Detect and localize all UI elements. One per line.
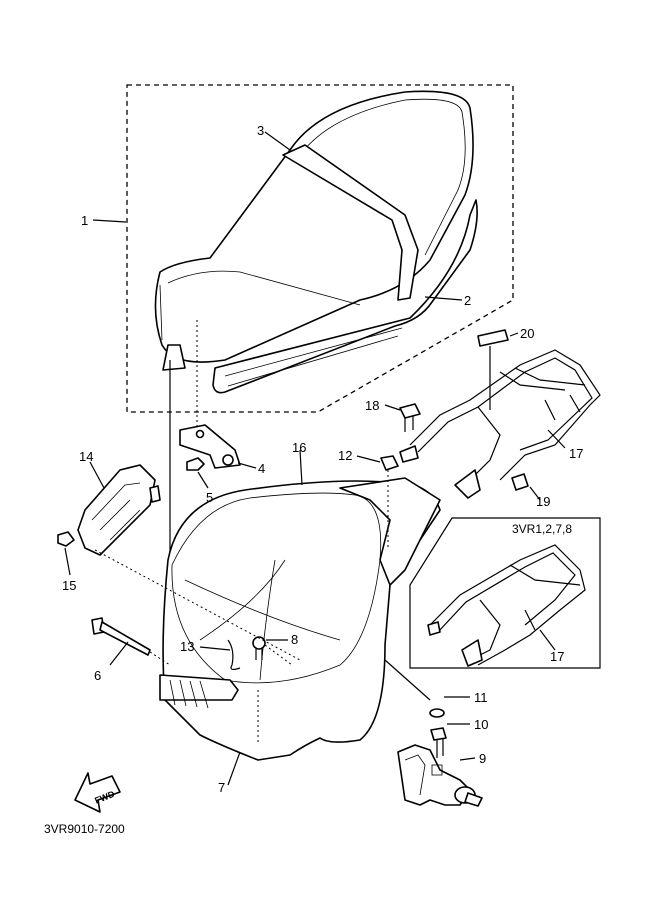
- drawing-code: 3VR9010-7200: [44, 822, 125, 836]
- callout-15: 15: [62, 578, 76, 593]
- bracket: [77, 464, 161, 556]
- seat-lock-assembly: [397, 744, 483, 807]
- variant-luggage-rack: [427, 544, 586, 667]
- callout-12: 12: [338, 448, 352, 463]
- callout-20: 20: [520, 326, 534, 341]
- callout-17-variant: 17: [550, 649, 564, 664]
- callout-5: 5: [206, 490, 213, 505]
- callout-19: 19: [536, 494, 550, 509]
- bolt-18: [399, 403, 421, 432]
- fwd-arrow-icon: [74, 772, 121, 813]
- helmet-box: [159, 477, 441, 761]
- callout-6: 6: [94, 668, 101, 683]
- callout-4: 4: [258, 461, 265, 476]
- variant-label: 3VR1,2,7,8: [512, 522, 572, 536]
- luggage-rack: [399, 349, 601, 499]
- callout-13: 13: [180, 639, 194, 654]
- callout-8: 8: [291, 632, 298, 647]
- bolt-19: [511, 473, 529, 491]
- callout-7: 7: [218, 780, 225, 795]
- callout-3: 3: [257, 123, 264, 138]
- decal: [477, 329, 509, 347]
- washer: [429, 708, 445, 718]
- variant-box: [409, 517, 601, 669]
- long-bolt: [91, 617, 171, 666]
- screw: [57, 531, 75, 547]
- callout-1: 1: [81, 213, 88, 228]
- callout-2: 2: [464, 293, 471, 308]
- callout-18: 18: [365, 398, 379, 413]
- callout-14: 14: [79, 449, 93, 464]
- callout-16: 16: [292, 440, 306, 455]
- callout-17: 17: [569, 446, 583, 461]
- seat-strap: [282, 144, 419, 301]
- seat-lock-plate: [179, 424, 241, 469]
- nut-12: [380, 455, 399, 471]
- nut: [186, 457, 205, 471]
- callout-11: 11: [474, 690, 488, 705]
- callout-10: 10: [474, 717, 488, 732]
- seat: [154, 90, 478, 394]
- callout-9: 9: [479, 751, 486, 766]
- screw-10: [430, 727, 447, 758]
- seat-assembly-boundary: [126, 84, 514, 413]
